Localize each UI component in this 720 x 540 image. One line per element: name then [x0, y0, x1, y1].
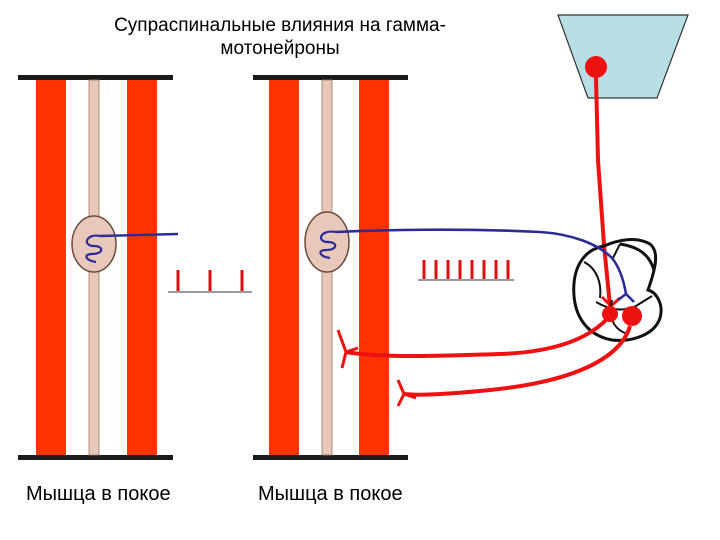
- muscle-right-extrafusal-fiber-1: [269, 80, 299, 455]
- alpha-efferent-fiber: [403, 325, 632, 397]
- caption-left-muscle: Мышца в покое: [26, 483, 171, 505]
- gamma-motoneuron: [602, 306, 618, 322]
- caption-right-muscle: Мышца в покое: [258, 483, 403, 505]
- dorsal-root-entry: [611, 243, 621, 261]
- spinal-cord-outline: [572, 238, 663, 342]
- muscle-left-spindle-capsule: [71, 215, 117, 273]
- afferent-synapse-terminal: [617, 292, 635, 303]
- diagram-title: Супраспинальные влияния на гамма- мотоне…: [40, 14, 520, 60]
- alpha-efferent-terminal: [396, 379, 417, 407]
- muscle-left: [18, 75, 179, 460]
- ventral-fissure: [609, 299, 629, 335]
- muscle-right-extrafusal-fiber-2: [359, 80, 389, 455]
- supraspinal-neuron-soma: [585, 56, 607, 78]
- spinal-cord-section: [572, 238, 663, 342]
- muscle-left-extrafusal-fiber-2: [127, 80, 157, 455]
- spike-train-left: [168, 270, 252, 293]
- title-line-2: мотонейроны: [220, 38, 340, 59]
- muscle-left-extrafusal-fiber-1: [36, 80, 66, 455]
- alpha-motoneuron: [622, 306, 642, 326]
- muscle-right-annulospiral-ending: [319, 230, 337, 260]
- muscle-right: [253, 75, 408, 460]
- dorsal-horn-outline: [619, 242, 656, 271]
- grey-matter-left: [583, 261, 602, 299]
- muscle-left-top-bar: [18, 75, 173, 80]
- gamma-efferent-terminal: [336, 329, 359, 369]
- title-line-1: Супраспинальные влияния на гамма-: [114, 15, 446, 36]
- muscle-left-annulospiral-ending: [85, 234, 103, 264]
- afferent-fiber-to-spinal-cord: [335, 228, 628, 295]
- descending-tract: [594, 77, 612, 307]
- muscle-right-top-bar: [253, 75, 408, 80]
- supraspinal-center: [557, 14, 689, 99]
- spike-train-right: [418, 260, 514, 281]
- muscle-right-bottom-bar: [253, 455, 408, 460]
- muscle-left-bottom-bar: [18, 455, 173, 460]
- grey-matter-bottom: [595, 295, 653, 311]
- muscle-left-afferent-fiber: [99, 232, 179, 238]
- gamma-efferent-fiber: [345, 318, 608, 358]
